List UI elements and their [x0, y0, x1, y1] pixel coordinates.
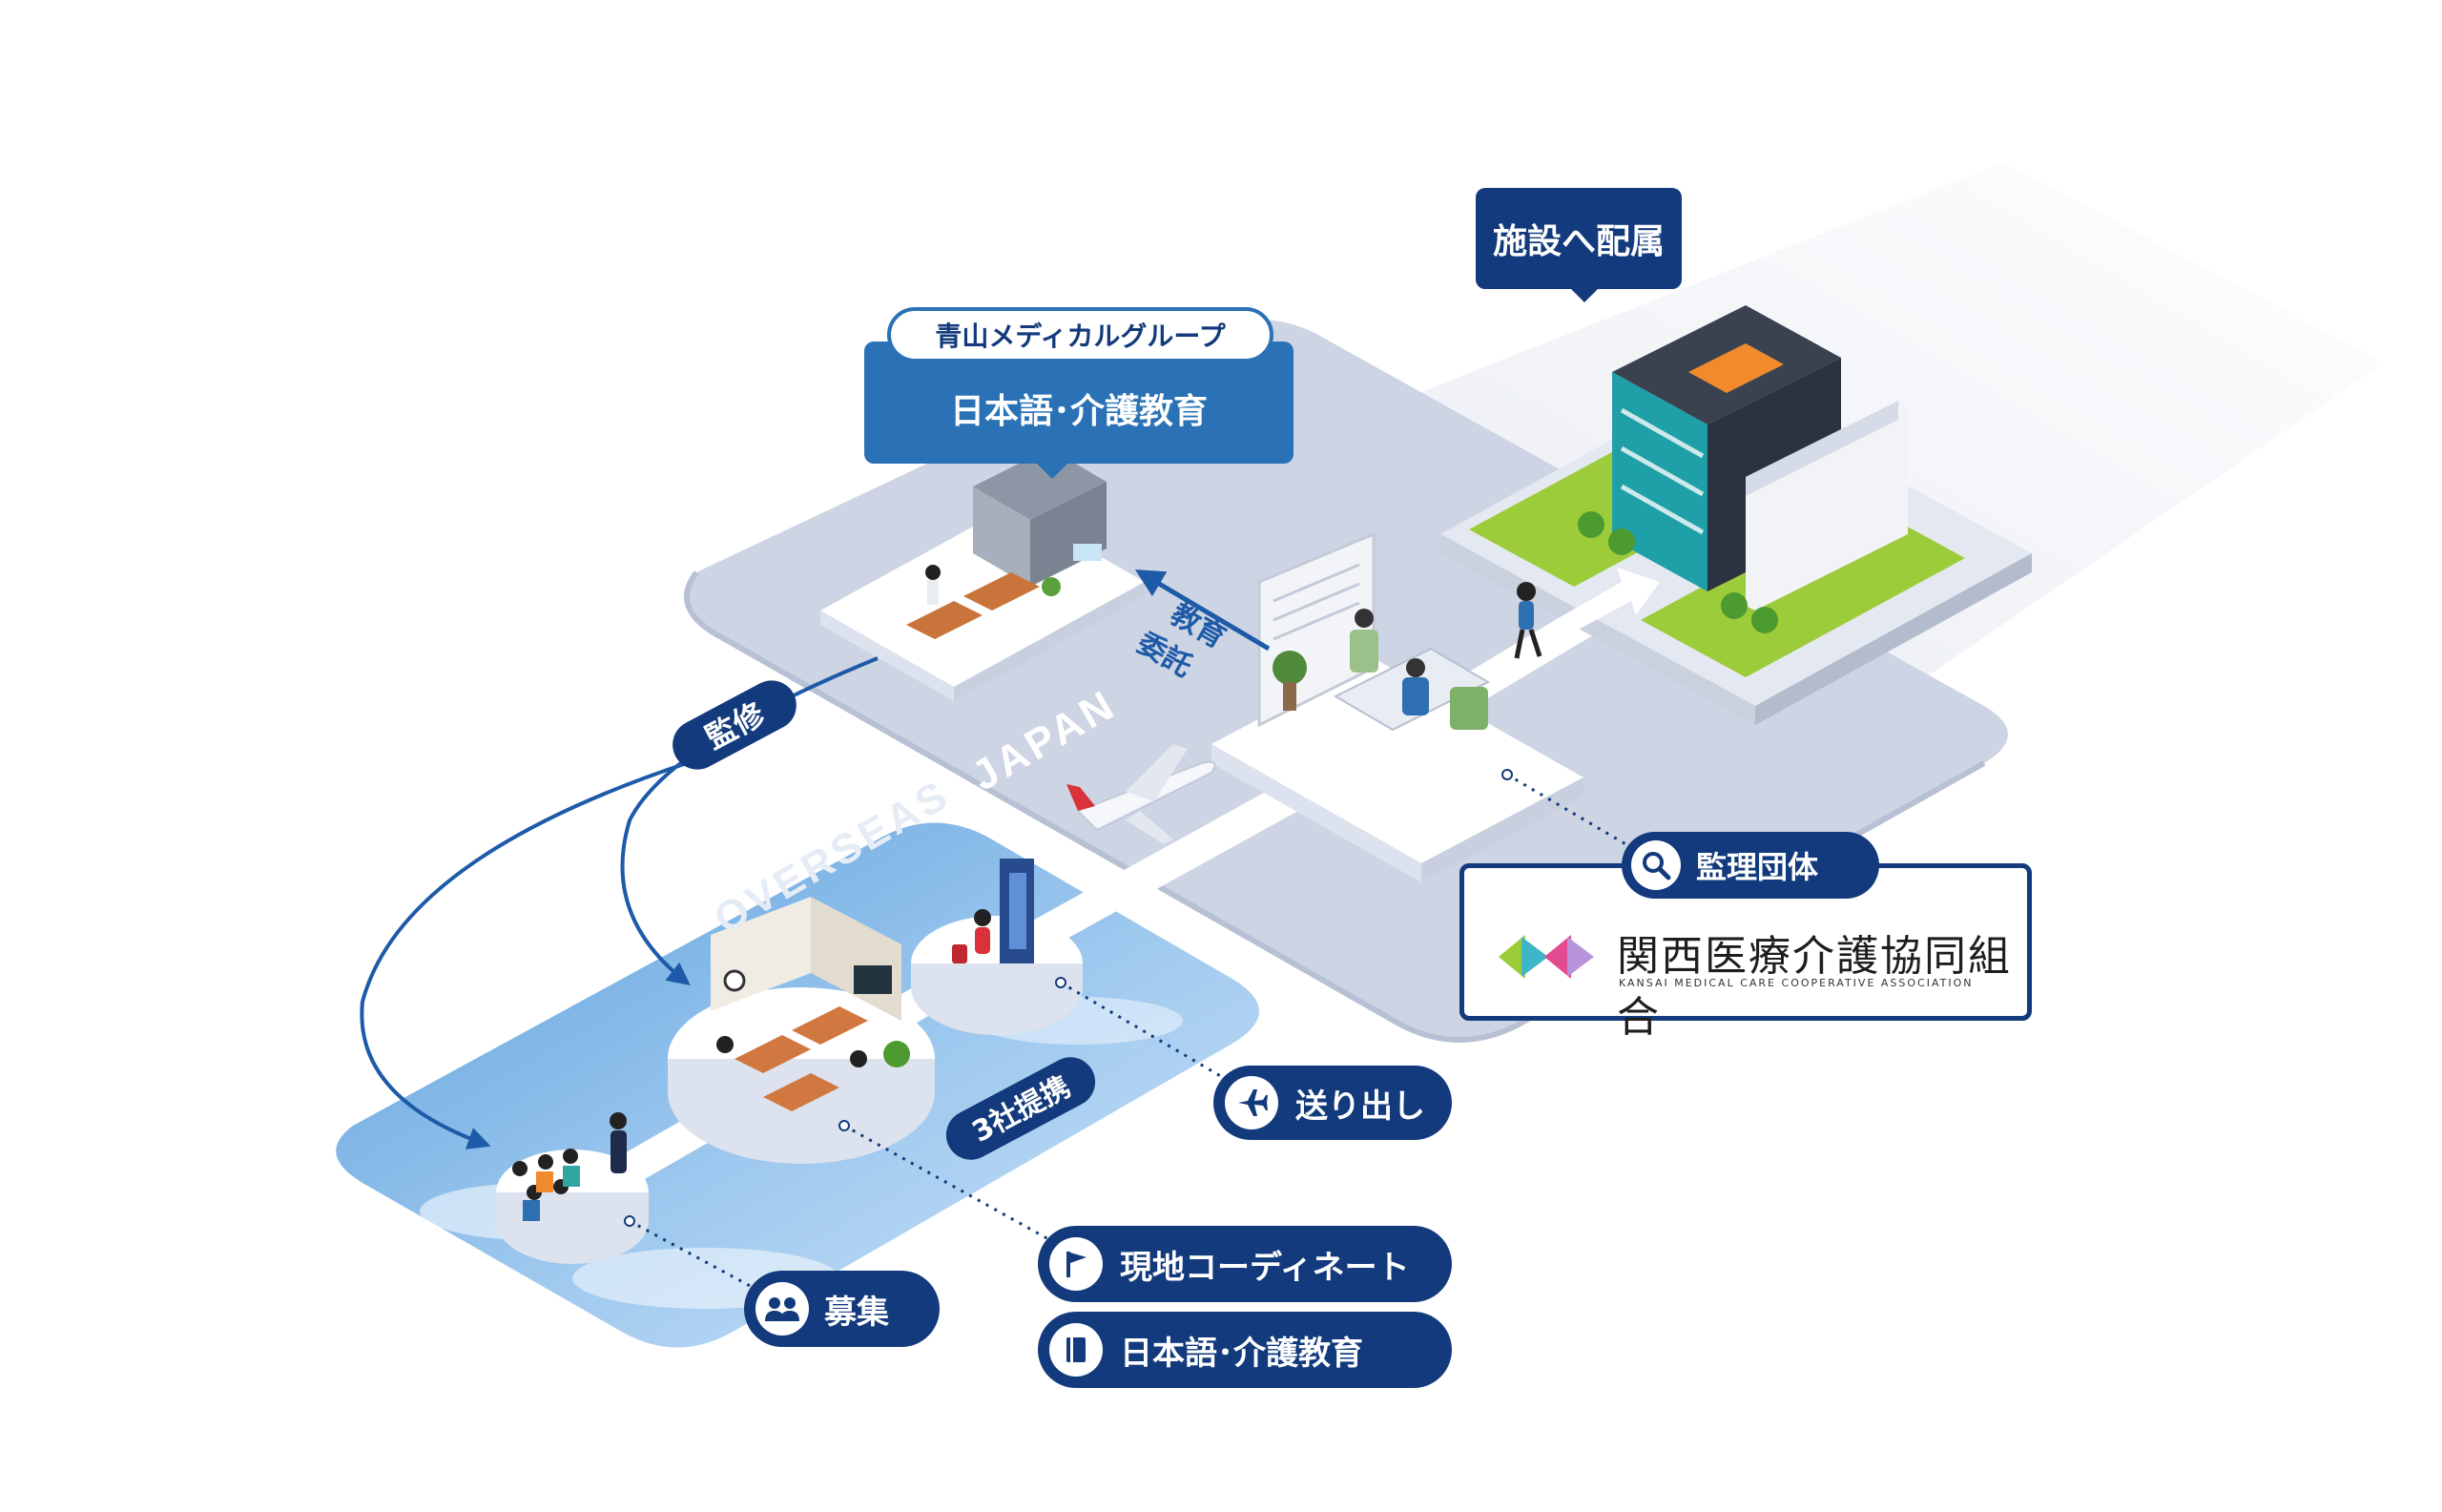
recruitment-island	[496, 1112, 649, 1264]
commission-arrow	[1134, 569, 1271, 652]
send-out-badge: 送り出し	[1213, 1066, 1452, 1140]
aoyama-group-label: 青山メディカルグループ	[935, 321, 1226, 352]
aoyama-callout-tail	[1035, 462, 1069, 479]
classroom-island	[668, 897, 935, 1164]
facility-callout-tail	[1569, 287, 1600, 302]
local-coordinate-badge: 現地コーディネート	[1038, 1226, 1452, 1302]
supervising-org-badge: 監理団体	[1622, 832, 1879, 899]
facility-label: 施設へ配属	[1492, 222, 1665, 261]
association-name-en: KANSAI MEDICAL CARE COOPERATIVE ASSOCIAT…	[1619, 977, 1974, 989]
leader-dots	[624, 769, 1513, 1227]
local-education-badge: 日本語･介護教育	[1038, 1312, 1452, 1388]
search-icon	[1631, 840, 1681, 890]
send-out-label: 送り出し	[1295, 1087, 1425, 1126]
association-name-jp: 関西医療介護協同組合	[1617, 932, 2012, 1042]
facility-arrow	[1555, 568, 1660, 637]
gate-island	[911, 859, 1083, 1035]
supervision-badge: 監修	[673, 680, 797, 770]
aoyama-education-text: 日本語･介護教育	[949, 392, 1208, 431]
recruit-badge: 募集	[744, 1271, 940, 1347]
aoyama-group-tab: 青山メディカルグループ	[887, 307, 1273, 362]
flag-icon	[1049, 1237, 1103, 1291]
recruit-label: 募集	[824, 1293, 889, 1332]
supervising-office-platform	[1211, 531, 1583, 882]
local-education-label: 日本語･介護教育	[1120, 1334, 1363, 1373]
facility-platform	[1440, 305, 2032, 725]
supervising-org-label: 監理団体	[1696, 849, 1819, 885]
local-coordinate-label: 現地コーディネート	[1120, 1248, 1410, 1287]
facility-callout: 施設へ配属	[1476, 188, 1682, 289]
people-icon	[755, 1282, 809, 1336]
airplane-icon	[1225, 1076, 1278, 1129]
association-logo	[1499, 923, 1594, 990]
airplane-illustration	[1066, 744, 1216, 844]
leader-lines	[629, 773, 1651, 1290]
supervision-arrow-2	[360, 761, 688, 1150]
aoyama-school-platform	[820, 448, 1145, 701]
book-icon	[1049, 1323, 1103, 1377]
